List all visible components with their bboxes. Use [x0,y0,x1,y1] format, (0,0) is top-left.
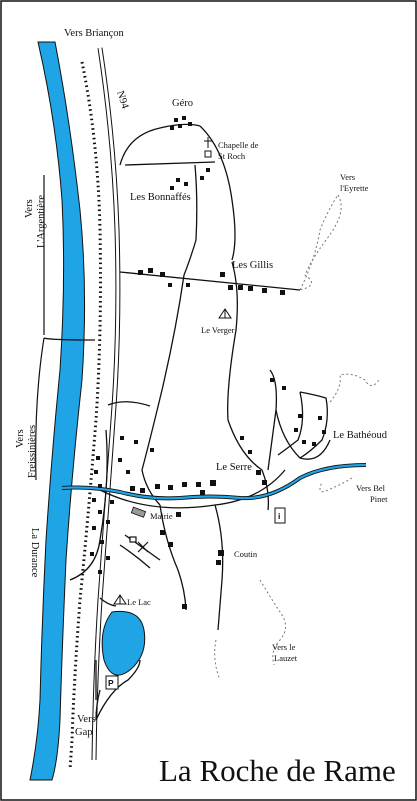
label-le-lac: Le Lac [127,597,151,607]
label-chapelle-line1: Chapelle de [218,140,259,150]
label-le-serre: Le Serre [216,462,252,473]
label-vers-eyrette-line1: Vers [340,172,355,182]
label-vers-bel-pinet-line1: Vers Bel [356,483,386,493]
label-gero: Géro [172,98,193,109]
footpaths [214,194,381,681]
label-vers-argentiere-line2: L'Argentière [36,195,47,248]
argentiere-road [43,175,96,341]
label-vers-briancon: Vers Briançon [64,28,125,39]
label-vers-gap-line1: Vers [77,714,96,725]
buildings [90,116,326,609]
label-vers-eyrette-line2: l'Eyrette [340,183,369,193]
label-n94: N94 [114,90,130,111]
label-le-batheoud: Le Bathéoud [333,430,388,441]
chapel-cross-icon [204,137,212,158]
parking-letter: P [108,678,114,688]
label-mairie: Mairie [150,511,173,521]
label-chapelle-line2: St Roch [218,151,246,161]
map-title: La Roche de Rame [159,753,396,788]
label-vers-bel-pinet-line2: Pinet [370,494,388,504]
label-la-durance: La Durance [29,528,40,578]
info-point-icon [274,507,286,524]
label-coutin: Coutin [234,549,258,559]
info-letter: i [278,511,280,521]
parking-icon [105,675,119,690]
durance-river [29,41,86,781]
label-le-verger: Le Verger [201,325,235,335]
left-bank-road [35,337,45,481]
label-les-bonnaffes: Les Bonnaffés [130,192,191,203]
lake [101,610,146,676]
label-vers-lauzet-line1: Vers le [272,642,296,652]
label-vers-freissinieres-line1: Vers [15,429,26,448]
label-vers-gap-line2: Gap [75,727,93,738]
campsite-tent-icon [218,308,232,319]
crossed-hammers-icon [129,536,149,553]
label-vers-freissinieres-line2: Freissinières [27,425,38,478]
campsite-tent-icon [113,594,127,605]
label-vers-lauzet-line2: Lauzet [274,653,298,663]
mairie-building [130,506,147,518]
label-vers-argentiere-line1: Vers [24,199,35,218]
label-les-gillis: Les Gillis [232,260,273,271]
